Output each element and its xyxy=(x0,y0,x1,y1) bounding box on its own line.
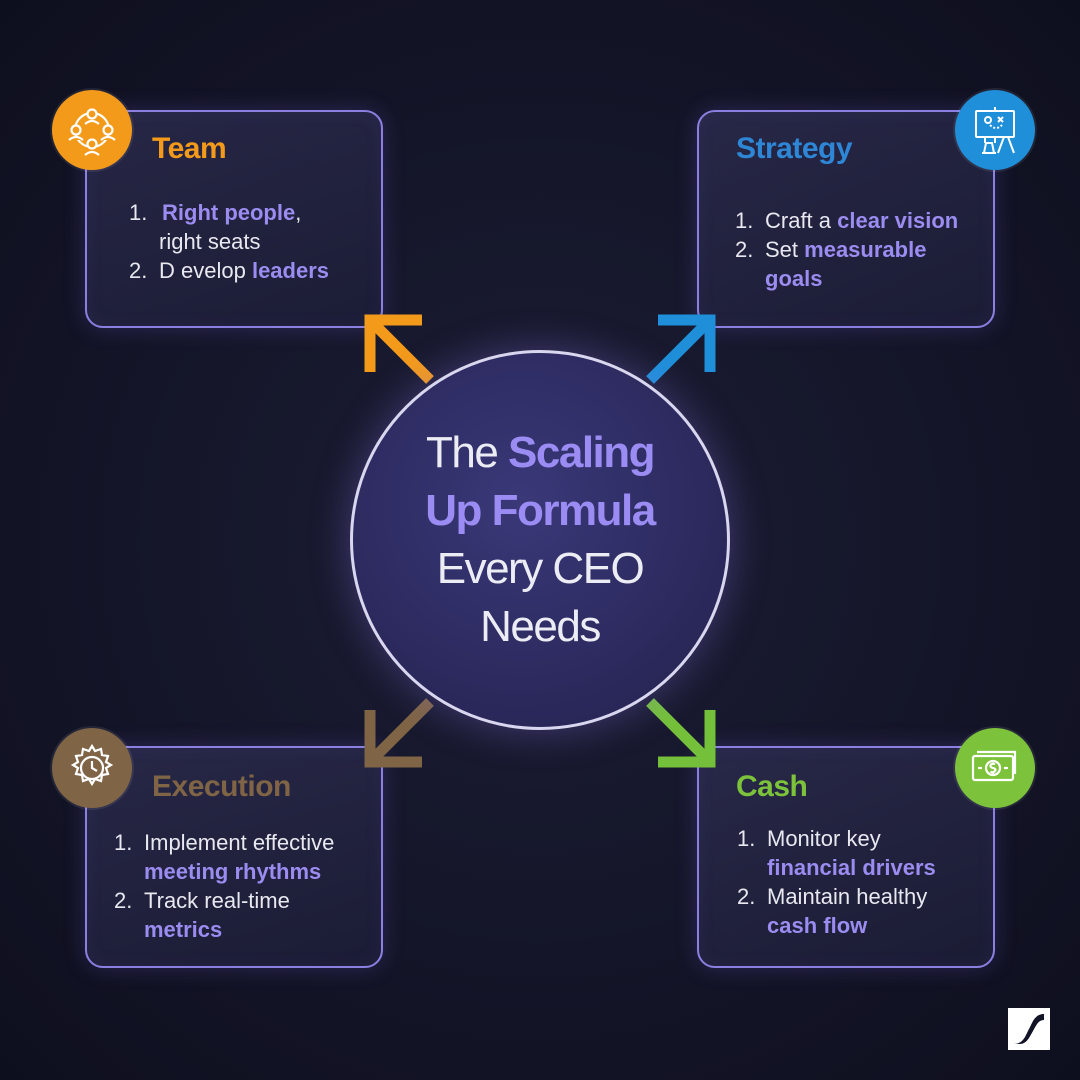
center-circle: The Scaling Up Formula Every CEO Needs xyxy=(350,350,730,730)
execution-item-2-highlight: metrics xyxy=(144,917,223,942)
strategy-list: 1. Craft a clear vision 2. Set measurabl… xyxy=(735,206,990,293)
arrow-to-cash xyxy=(646,698,716,768)
team-people-icon xyxy=(52,90,132,170)
team-item-2-highlight: leaders xyxy=(251,258,330,283)
cash-title: Cash xyxy=(736,770,808,803)
strategy-card: Strategy 1. Craft a clear vision 2. Set … xyxy=(697,110,995,328)
strategy-item-1-highlight: clear vision xyxy=(837,208,959,233)
list-item: 2. Set measurable goals xyxy=(735,237,927,291)
execution-list: 1. Implement effective meeting rhythms 2… xyxy=(114,828,382,944)
list-item: 2. Track real-time metrics xyxy=(114,888,290,942)
center-title: The Scaling Up Formula Every CEO Needs xyxy=(425,428,656,651)
brand-logo-icon xyxy=(1008,1008,1050,1050)
arrow-to-strategy xyxy=(646,314,716,384)
execution-card: Execution 1. Implement effective meeting… xyxy=(85,746,383,968)
execution-item-1-highlight: meeting rhythms xyxy=(144,859,322,884)
team-item-1-highlight: Right people xyxy=(162,200,296,225)
list-item: 1. Right people, right seats xyxy=(129,200,302,254)
list-item: 2. Maintain healthy cash flow xyxy=(737,884,928,938)
team-item-1-line2: right seats xyxy=(159,229,261,254)
team-title: Team xyxy=(152,132,227,165)
strategy-title: Strategy xyxy=(736,132,853,165)
cash-bill-icon xyxy=(955,728,1035,808)
list-item: 1. Implement effective meeting rhythms xyxy=(114,830,335,884)
arrow-to-execution xyxy=(364,698,434,768)
arrow-to-team xyxy=(364,314,434,384)
cash-item-1-highlight: financial drivers xyxy=(767,855,936,880)
strategy-item-2-highlight: measurable xyxy=(804,237,927,262)
cash-list: 1. Monitor key financial drivers 2. Main… xyxy=(737,824,992,940)
list-item: 2. D evelop leaders xyxy=(129,258,330,283)
list-item: 1. Monitor key financial drivers xyxy=(737,826,936,880)
execution-title: Execution xyxy=(152,770,291,803)
cash-card: Cash 1. Monitor key financial drivers 2.… xyxy=(697,746,995,968)
team-card: Team 1. Right people, right seats 2. D e… xyxy=(85,110,383,328)
team-list: 1. Right people, right seats 2. D evelop… xyxy=(129,198,379,285)
gear-clock-icon xyxy=(52,728,132,808)
strategy-item-2-line2: goals xyxy=(765,266,823,291)
list-item: 1. Craft a clear vision xyxy=(735,208,959,233)
strategy-board-icon xyxy=(955,90,1035,170)
cash-item-2-highlight: cash flow xyxy=(767,913,868,938)
